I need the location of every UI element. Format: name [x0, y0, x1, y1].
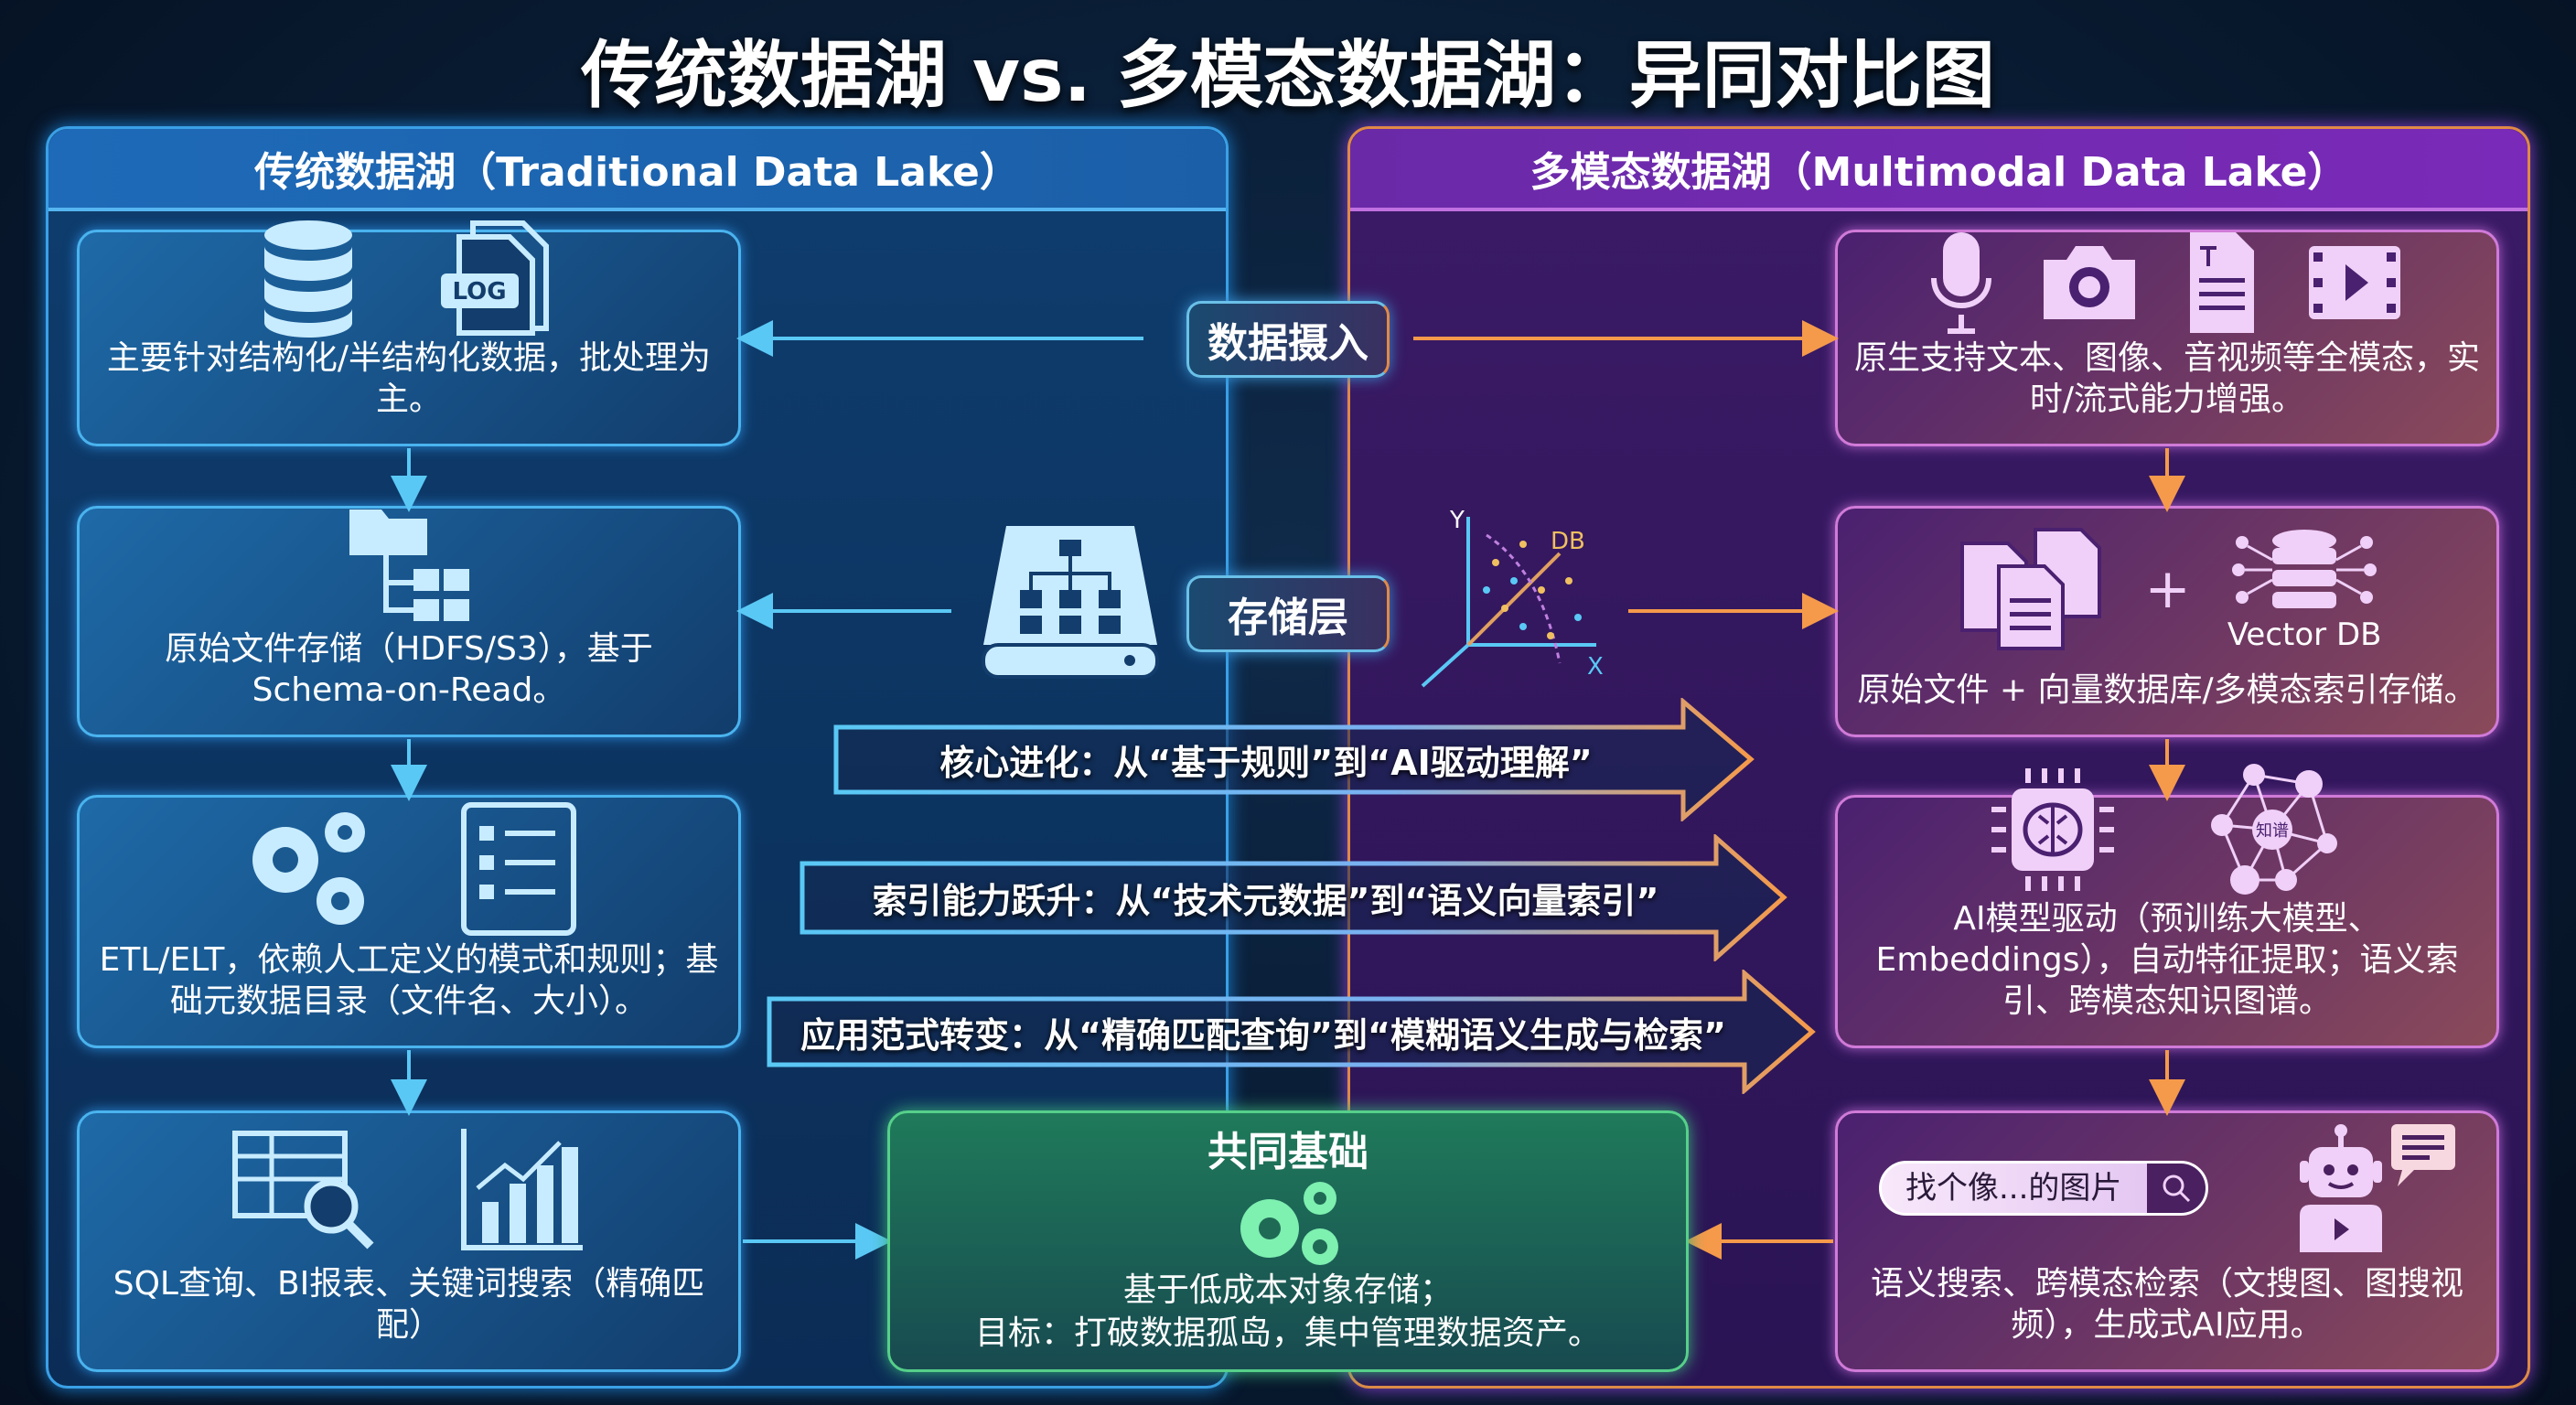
common-foundation-box: 共同基础 基于低成本对象存储； 目标：打破数据孤岛，集中管理数据资产。: [887, 1110, 1689, 1372]
ingest-label: 数据摄入: [1186, 301, 1390, 378]
plus-sign: +: [2144, 556, 2191, 621]
bar-chart-icon: [461, 1129, 583, 1250]
search-bar-text: 找个像...的图片: [1905, 1169, 2122, 1207]
traditional-application-box: SQL查询、BI报表、关键词搜索（精确匹配）: [77, 1110, 741, 1372]
multimodal-processing-text: AI模型驱动（预训练大模型、Embeddings），自动特征提取；语义索引、跨模…: [1875, 900, 2459, 1020]
log-file-icon: LOG: [441, 220, 549, 336]
multimodal-ingest-box: 原生支持文本、图像、音视频等全模态，实时/流式能力增强。: [1835, 230, 2499, 446]
multimodal-header: 多模态数据湖（Multimodal Data Lake）: [1350, 129, 2528, 211]
storage-label: 存储层: [1186, 575, 1390, 652]
evolution-arrow-index: 索引能力跃升：从“技术元数据”到“语义向量索引”: [799, 834, 1787, 961]
multimodal-storage-box: + Vector DB 原始文件 + 向量数据库/多模态索引存储。: [1835, 506, 2499, 737]
storage-drive-icon: [982, 526, 1159, 679]
traditional-application-text: SQL查询、BI报表、关键词搜索（精确匹配）: [113, 1265, 705, 1344]
log-label: LOG: [452, 278, 506, 306]
semantic-search-bar[interactable]: 找个像...的图片: [1879, 1161, 2208, 1216]
evolution-application-text: 应用范式转变：从“精确匹配查询”到“模糊语义生成与检索”: [800, 1014, 1726, 1056]
robot-icon: [2300, 1124, 2455, 1252]
documents-icon: [1959, 528, 2101, 650]
common-line-2: 目标：打破数据孤岛，集中管理数据资产。: [974, 1314, 1601, 1352]
y-axis-label: Y: [1449, 508, 1465, 534]
video-icon: [2309, 246, 2400, 319]
evolution-arrow-core: 核心进化：从“基于规则”到“AI驱动理解”: [832, 698, 1755, 821]
traditional-ingest-text: 主要针对结构化/半结构化数据，批处理为主。: [106, 339, 712, 418]
checklist-icon: [461, 801, 576, 936]
multimodal-processing-box: 知谱 AI模型驱动（预训练大模型、Embeddings），自动特征提取；语义索引…: [1835, 764, 2499, 1048]
multimodal-storage-text: 原始文件 + 向量数据库/多模态索引存储。: [1857, 671, 2477, 709]
page-title: 传统数据湖 vs. 多模态数据湖：异同对比图: [581, 33, 1995, 118]
traditional-processing-text: ETL/ELT，依赖人工定义的模式和规则；基础元数据目录（文件名、大小）。: [99, 941, 719, 1020]
evolution-index-text: 索引能力跃升：从“技术元数据”到“语义向量索引”: [872, 881, 1659, 921]
x-axis-label: X: [1587, 653, 1604, 681]
multimodal-ingest-text: 原生支持文本、图像、音视频等全模态，实时/流式能力增强。: [1853, 339, 2480, 418]
search-icon[interactable]: [2147, 1164, 2206, 1213]
folder-tree-icon: [349, 509, 469, 621]
vector-db-group: Vector DB: [2227, 524, 2382, 655]
gears-icon: [252, 811, 365, 925]
database-icon: [264, 220, 352, 338]
table-search-icon: [232, 1131, 374, 1249]
multimodal-application-box: 找个像...的图片 语义搜索、跨模态检索（文搜图、图搜视频），生成式AI应用。: [1835, 1110, 2499, 1372]
multimodal-application-text: 语义搜索、跨模态检索（文搜图、图搜视频），生成式AI应用。: [1870, 1265, 2463, 1344]
text-document-icon: [2190, 232, 2254, 333]
vector-db-icon: [2232, 529, 2377, 608]
db-label: DB: [1551, 528, 1585, 555]
evolution-arrow-application: 应用范式转变：从“精确匹配查询”到“模糊语义生成与检索”: [766, 970, 1816, 1094]
traditional-storage-text: 原始文件存储（HDFS/S3），基于Schema-on-Read。: [165, 630, 653, 709]
common-title: 共同基础: [1208, 1129, 1368, 1175]
traditional-storage-box: 原始文件存储（HDFS/S3），基于Schema-on-Read。: [77, 506, 741, 737]
common-line-1: 基于低成本对象存储；: [1122, 1271, 1453, 1310]
knowledge-graph-icon: 知谱: [2211, 764, 2337, 895]
traditional-ingest-box: LOG 主要针对结构化/半结构化数据，批处理为主。: [77, 220, 741, 446]
vector-space-icon: Y X DB: [1421, 508, 1604, 688]
microphone-icon: [1931, 232, 1991, 334]
gears-icon: [1240, 1182, 1338, 1266]
traditional-header: 传统数据湖（Traditional Data Lake）: [48, 129, 1226, 211]
evolution-core-text: 核心进化：从“基于规则”到“AI驱动理解”: [939, 743, 1593, 783]
vector-db-label: Vector DB: [2227, 616, 2382, 653]
camera-icon: [2044, 246, 2135, 319]
ai-chip-brain-icon: [1991, 768, 2114, 891]
knowledge-graph-label: 知谱: [2256, 821, 2289, 841]
